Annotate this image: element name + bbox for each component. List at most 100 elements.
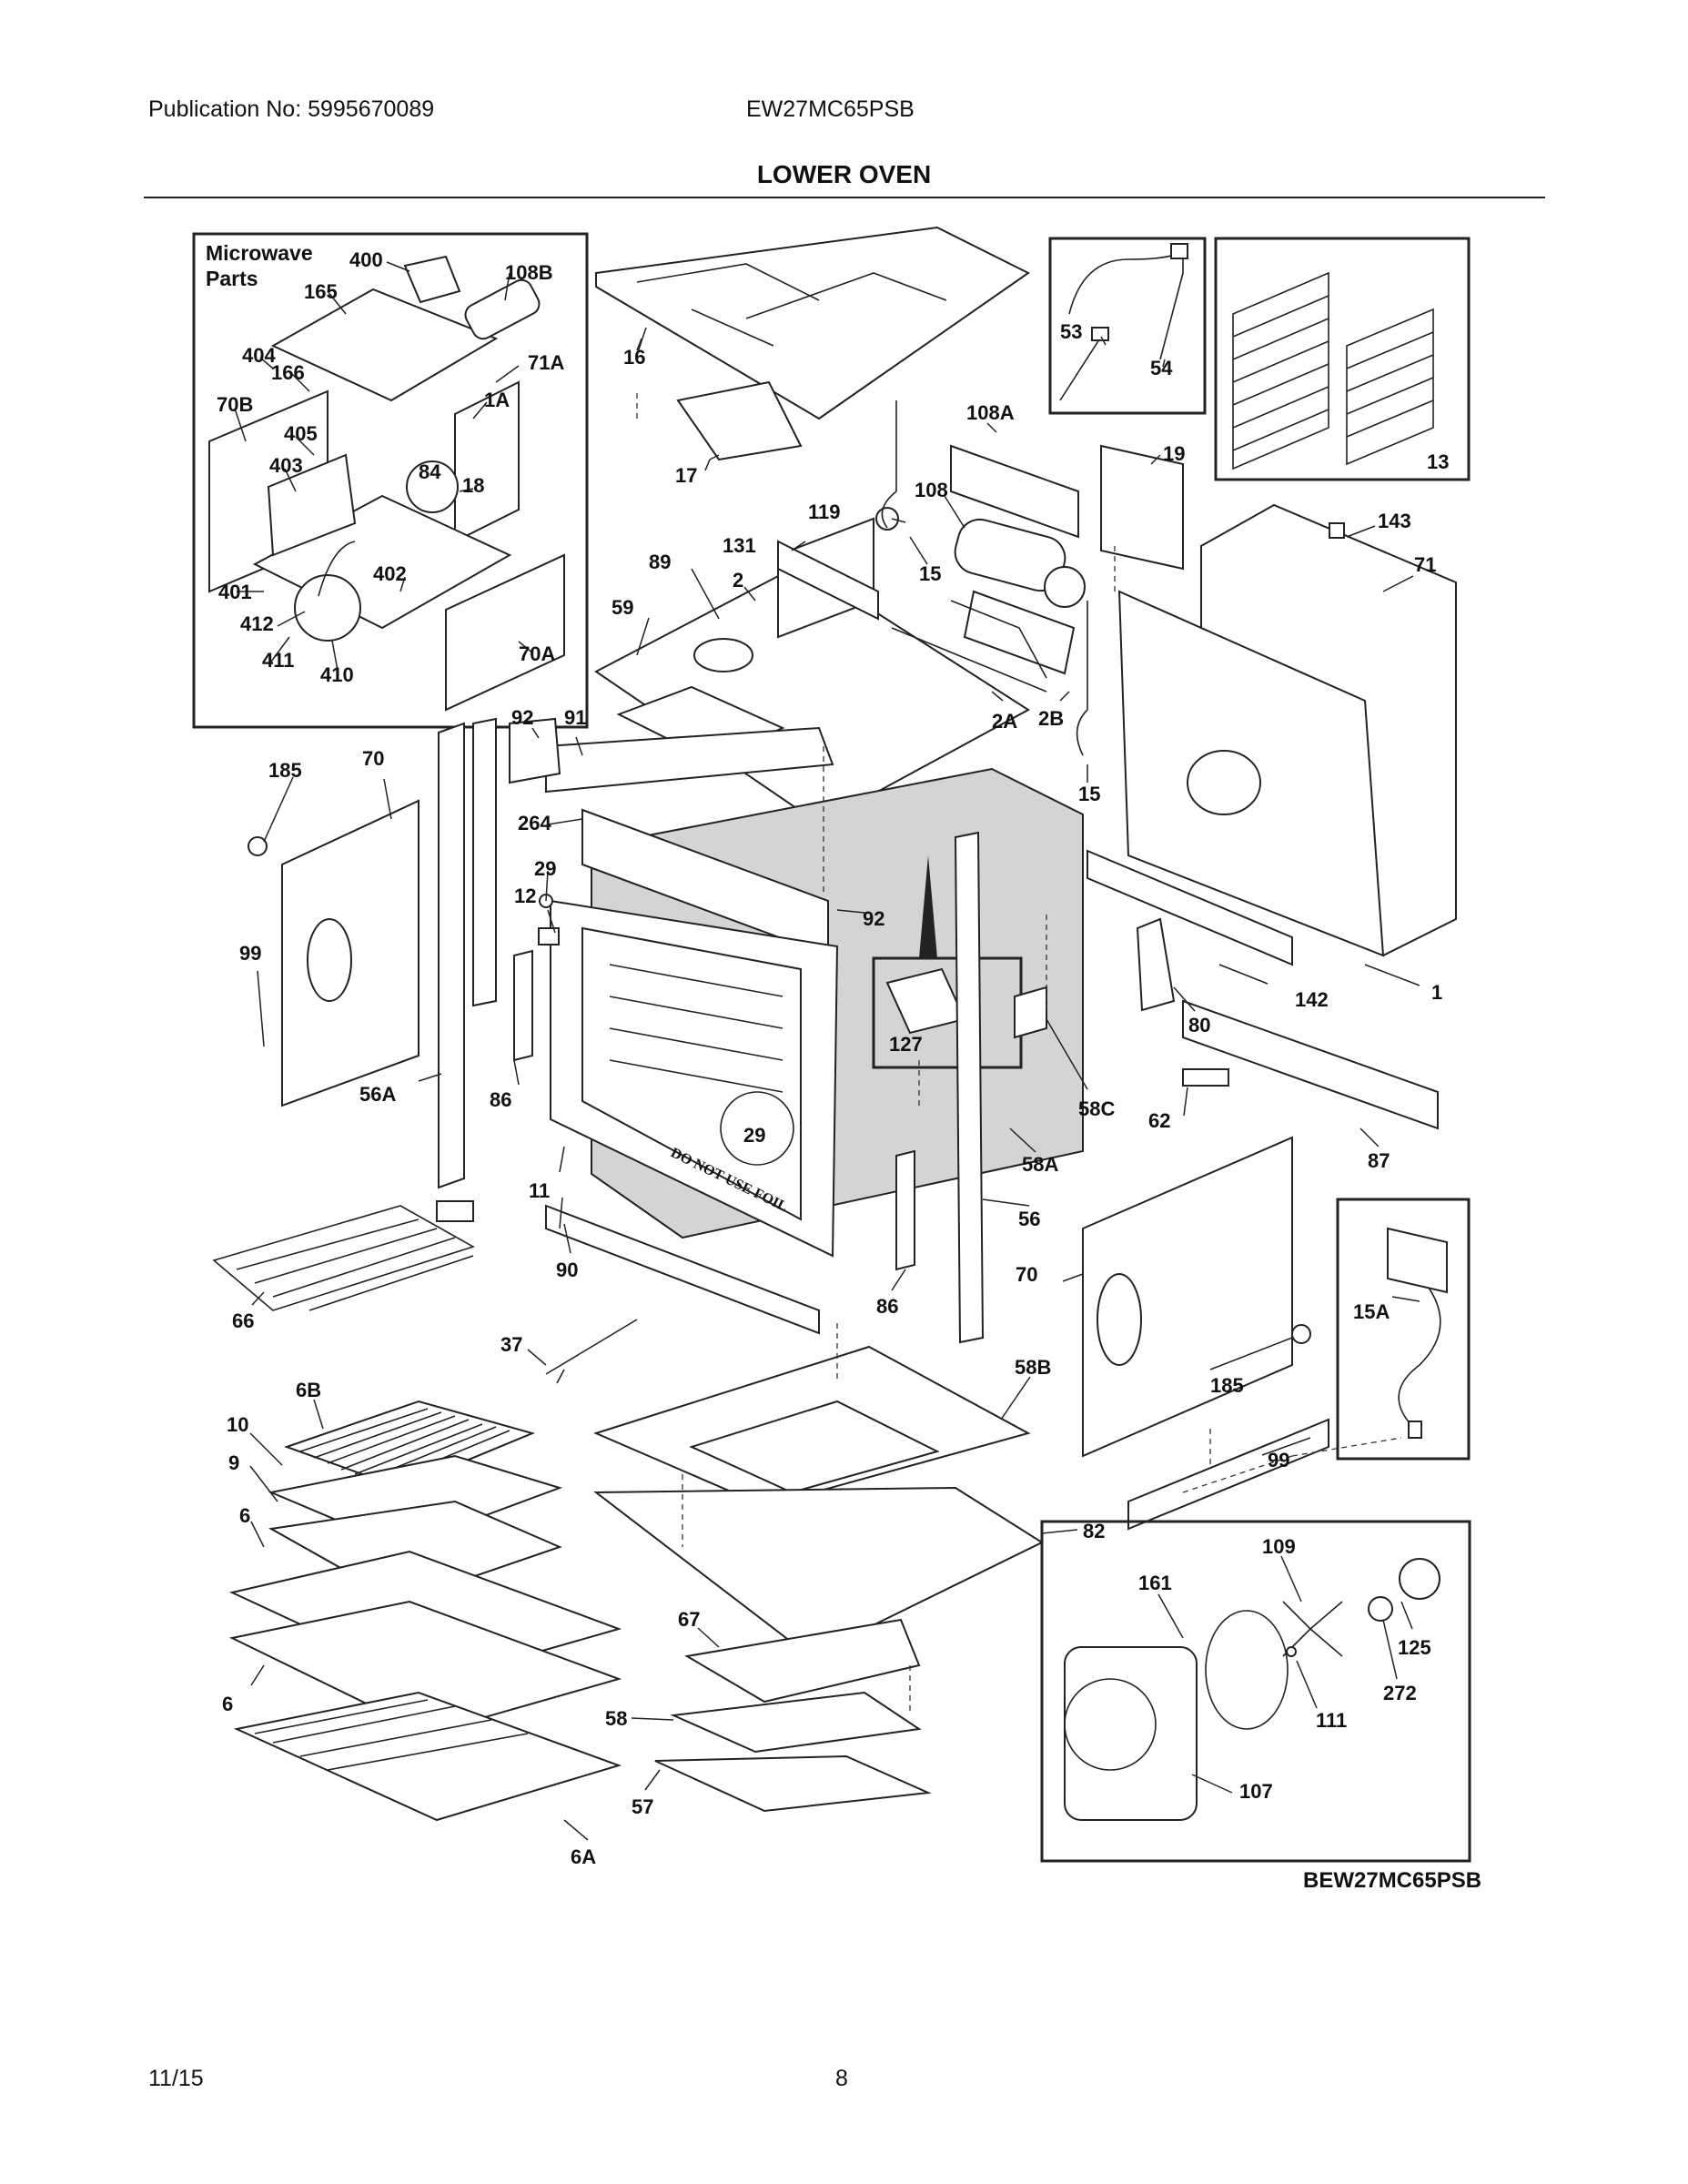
element-ring-161 bbox=[1205, 1610, 1289, 1730]
spacer-272 bbox=[1368, 1596, 1393, 1622]
label-58: 58 bbox=[605, 1707, 627, 1730]
label-80: 80 bbox=[1188, 1014, 1210, 1036]
plug-185-right bbox=[1291, 1324, 1311, 1344]
mw-label-401: 401 bbox=[218, 581, 252, 603]
cavity-light-29 bbox=[720, 1091, 794, 1166]
label-90: 90 bbox=[556, 1259, 578, 1281]
label-59: 59 bbox=[612, 596, 633, 619]
label-99-right: 99 bbox=[1268, 1449, 1289, 1471]
bracket-108A bbox=[950, 444, 1079, 539]
label-6-upper: 6 bbox=[239, 1504, 250, 1527]
mw-top-cover bbox=[270, 288, 499, 402]
mw-label-1A: 1A bbox=[484, 389, 510, 411]
mw-label-402: 402 bbox=[373, 562, 407, 585]
top-panel-16-slots bbox=[636, 263, 947, 347]
label-58B: 58B bbox=[1015, 1356, 1051, 1379]
mw-label-71A: 71A bbox=[528, 351, 564, 374]
label-15A: 15A bbox=[1353, 1300, 1390, 1323]
label-108A: 108A bbox=[966, 401, 1015, 424]
trim-92 bbox=[509, 717, 561, 784]
hinge-86-right bbox=[895, 1149, 915, 1271]
bracket-131 bbox=[777, 540, 879, 621]
rack-inset-frame bbox=[1214, 237, 1471, 481]
label-29-lower: 29 bbox=[743, 1124, 765, 1147]
fan-cover-107 bbox=[1064, 1646, 1198, 1821]
microwave-inset-title-line2: Parts bbox=[206, 267, 258, 290]
label-66: 66 bbox=[232, 1309, 254, 1332]
label-143: 143 bbox=[1378, 510, 1411, 532]
part-143 bbox=[1329, 522, 1345, 539]
plug-185-left bbox=[248, 836, 268, 856]
sensor-part-53 bbox=[1091, 327, 1109, 341]
label-71: 71 bbox=[1414, 553, 1436, 576]
label-9: 9 bbox=[228, 1451, 239, 1474]
mw-label-165: 165 bbox=[304, 280, 338, 303]
label-15-lower: 15 bbox=[1078, 783, 1100, 805]
racks-group bbox=[228, 1400, 622, 1822]
label-62: 62 bbox=[1148, 1109, 1170, 1132]
mw-label-400: 400 bbox=[349, 248, 383, 271]
rack-6A bbox=[233, 1691, 622, 1822]
rack-6B-wires bbox=[299, 1408, 510, 1484]
label-13: 13 bbox=[1427, 450, 1449, 473]
assembly-guides bbox=[636, 391, 1402, 1711]
model-number: EW27MC65PSB bbox=[746, 96, 915, 122]
callout-127-pointer bbox=[919, 855, 937, 958]
label-185-right: 185 bbox=[1210, 1374, 1244, 1397]
side-panel-70-right-cutout bbox=[1097, 1273, 1142, 1366]
label-264: 264 bbox=[518, 812, 551, 834]
control-inset-frame bbox=[1336, 1198, 1471, 1461]
mw-label-18: 18 bbox=[462, 474, 484, 497]
label-1: 1 bbox=[1431, 981, 1442, 1004]
bottom-element-67 bbox=[684, 1618, 921, 1704]
convection-inset bbox=[1040, 1520, 1471, 1863]
label-58C: 58C bbox=[1078, 1097, 1115, 1120]
mw-label-403: 403 bbox=[269, 454, 303, 477]
label-67: 67 bbox=[678, 1608, 700, 1631]
mw-label-404: 404 bbox=[242, 344, 276, 367]
control-connector bbox=[1408, 1421, 1422, 1439]
left-side-group bbox=[248, 717, 560, 1189]
label-119: 119 bbox=[808, 500, 841, 523]
label-185-left: 185 bbox=[268, 759, 302, 782]
diagram-code: BEW27MC65PSB bbox=[1303, 1868, 1482, 1893]
top-panel-16 bbox=[595, 226, 1030, 420]
page-title: LOWER OVEN bbox=[756, 160, 932, 188]
right-side-group bbox=[895, 831, 1439, 1531]
label-53: 53 bbox=[1060, 320, 1082, 343]
label-272: 272 bbox=[1383, 1682, 1417, 1704]
label-15-upper: 15 bbox=[919, 562, 941, 585]
wire-15b bbox=[1076, 601, 1088, 756]
mw-panel-70A bbox=[445, 553, 565, 712]
mw-label-412: 412 bbox=[240, 612, 274, 635]
label-2A: 2A bbox=[992, 710, 1017, 733]
bracket-58C bbox=[1014, 986, 1047, 1039]
mw-part-84-callout bbox=[406, 460, 459, 513]
rack-support-left bbox=[1232, 271, 1329, 470]
label-125: 125 bbox=[1398, 1636, 1431, 1659]
page-number: 8 bbox=[835, 2066, 848, 2091]
label-82: 82 bbox=[1083, 1520, 1105, 1542]
mw-blower-108B bbox=[464, 278, 541, 340]
mw-label-405: 405 bbox=[284, 422, 318, 445]
label-131: 131 bbox=[723, 534, 756, 557]
rail-92-left bbox=[472, 717, 497, 1007]
microwave-parts-inset: Microwave Parts 400 108B 165 404 166 71A… bbox=[192, 232, 589, 729]
label-111: 111 bbox=[1316, 1709, 1347, 1732]
label-11: 11 bbox=[529, 1179, 550, 1202]
fan-cover-grille bbox=[1064, 1678, 1157, 1771]
control-inset bbox=[1336, 1198, 1471, 1461]
oven-rack-guides bbox=[609, 964, 783, 1093]
rack-support-right bbox=[1346, 308, 1434, 466]
bracket-57 bbox=[654, 1754, 932, 1813]
motor-89 bbox=[693, 638, 753, 672]
microwave-inset-frame bbox=[192, 232, 589, 729]
label-10: 10 bbox=[227, 1413, 248, 1436]
label-70-right: 70 bbox=[1016, 1263, 1037, 1286]
label-37: 37 bbox=[500, 1333, 522, 1356]
control-board-15A bbox=[1387, 1227, 1448, 1294]
bracket-80 bbox=[1136, 917, 1176, 1012]
oven-cavity-group: DO NOT USE FOIL bbox=[509, 717, 1084, 1335]
top-panel-group bbox=[595, 226, 1030, 461]
